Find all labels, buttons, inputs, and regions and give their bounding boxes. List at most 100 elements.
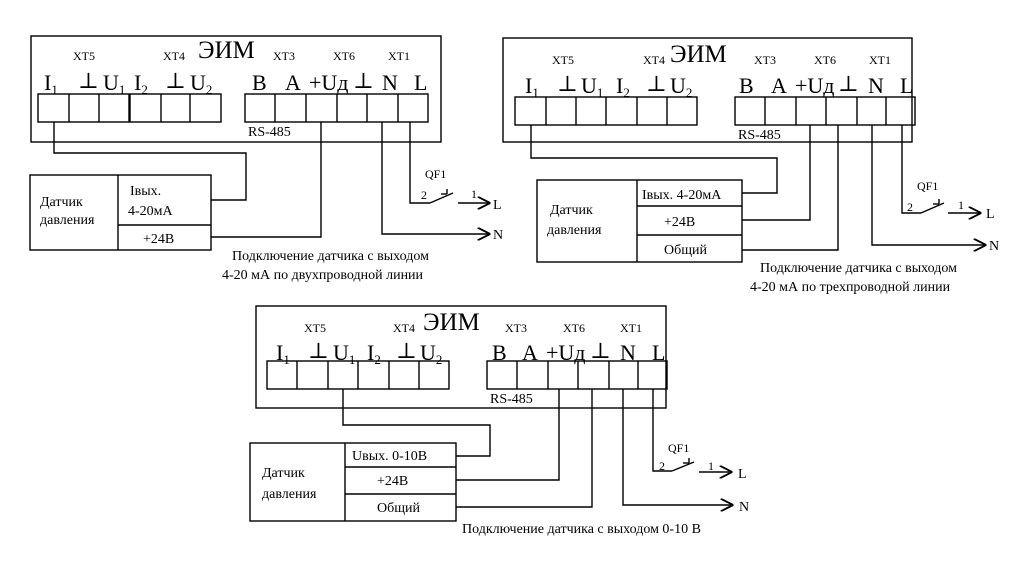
device-title: ЭИМ xyxy=(198,37,255,64)
xt4-label: XT4 xyxy=(163,49,185,63)
svg-text:XT4: XT4 xyxy=(643,53,665,67)
terminal-block-left xyxy=(37,93,222,123)
sensor-row-iout: Iвых. 4-20мА xyxy=(642,188,722,203)
wires xyxy=(530,125,985,250)
svg-text:XT1: XT1 xyxy=(620,321,642,335)
pressure-sensor: Датчик давления Iвых. 4-20мА +24В Общий xyxy=(536,179,743,263)
svg-text:XT5: XT5 xyxy=(552,53,574,67)
sensor-name-1: Датчик xyxy=(40,195,83,210)
svg-text:I1: I1 xyxy=(276,340,290,367)
svg-text:L: L xyxy=(738,467,747,482)
breaker-qf1: QF1 2 1 L xyxy=(907,179,995,222)
breaker-qf1: QF1 2 1 L xyxy=(659,441,747,482)
wires xyxy=(53,122,489,237)
caption-voltage-output: Подключение датчика с выходом 0-10 В xyxy=(462,522,701,537)
svg-text:B: B xyxy=(739,73,754,98)
svg-text:Датчик: Датчик xyxy=(550,203,593,218)
svg-text:N: N xyxy=(620,340,636,365)
terminal-ud: +Uд xyxy=(309,70,349,95)
svg-text:QF1: QF1 xyxy=(917,179,938,193)
xt1-label: XT1 xyxy=(388,49,410,63)
breaker-qf1: QF1 2 1 L xyxy=(421,167,502,213)
svg-text:U2: U2 xyxy=(420,340,442,367)
eim-device: ЭИМ XT5 XT4 XT3 XT6 XT1 I1 ⊥ U1 I2 ⊥ U2 … xyxy=(255,305,668,409)
xt5-label: XT5 xyxy=(73,49,95,63)
eim-device: ЭИМ XT5 XT4 XT3 XT6 XT1 I1 ⊥ U1 I2 ⊥ U2 … xyxy=(502,37,916,143)
device-title: ЭИМ xyxy=(670,41,727,68)
svg-text:QF1: QF1 xyxy=(425,167,446,181)
terminal-i2: I2 xyxy=(134,70,148,97)
terminal-block-right xyxy=(486,360,668,390)
terminal-gnd1: ⊥ xyxy=(78,68,99,93)
sensor-row-24v: +24В xyxy=(664,215,695,230)
svg-text:L: L xyxy=(986,207,995,222)
diagram-three-wire: ЭИМ XT5 XT4 XT3 XT6 XT1 I1 ⊥ U1 I2 ⊥ U2 … xyxy=(502,37,999,295)
svg-text:U2: U2 xyxy=(670,73,692,100)
sensor-row-common: Общий xyxy=(664,243,708,258)
svg-text:⊥: ⊥ xyxy=(308,338,329,363)
svg-text:давления: давления xyxy=(262,487,317,502)
caption-two-wire-2: 4-20 мА по двухпроводной линии xyxy=(222,268,424,283)
terminal-block-right xyxy=(244,93,429,123)
caption-two-wire-1: Подключение датчика с выходом xyxy=(232,249,429,264)
svg-text:L: L xyxy=(493,198,502,213)
sensor-row-uout: Uвых. 0-10В xyxy=(352,449,427,464)
svg-text:XT3: XT3 xyxy=(754,53,776,67)
pressure-sensor: Датчик давления Iвых. 4-20мА +24В xyxy=(29,174,212,251)
svg-text:1: 1 xyxy=(958,198,964,212)
svg-text:QF1: QF1 xyxy=(668,441,689,455)
terminal-b: B xyxy=(252,70,267,95)
svg-text:XT5: XT5 xyxy=(304,321,326,335)
terminal-block-right xyxy=(734,96,916,126)
terminal-u1: U1 xyxy=(103,70,125,97)
eim-device: ЭИМ XT5 XT4 XT3 XT6 XT1 I1 ⊥ U1 I2 ⊥ U2 … xyxy=(30,35,442,143)
terminal-u2: U2 xyxy=(190,70,212,97)
svg-text:+Uд: +Uд xyxy=(795,73,835,98)
svg-text:⊥: ⊥ xyxy=(838,71,859,96)
terminal-a: A xyxy=(285,70,301,95)
svg-text:U1: U1 xyxy=(333,340,355,367)
line-n-label: N xyxy=(493,228,503,243)
terminal-block-left xyxy=(266,360,450,390)
device-title: ЭИМ xyxy=(423,309,480,336)
xt6-label: XT6 xyxy=(333,49,355,63)
svg-text:XT1: XT1 xyxy=(869,53,891,67)
terminal-n: N xyxy=(382,70,398,95)
svg-text:L: L xyxy=(900,73,913,98)
svg-text:2: 2 xyxy=(421,188,427,202)
sensor-row-range: 4-20мА xyxy=(128,204,174,219)
svg-text:N: N xyxy=(868,73,884,98)
rs485-label: RS-485 xyxy=(248,125,291,140)
caption-three-wire-1: Подключение датчика с выходом xyxy=(760,261,957,276)
svg-text:XT6: XT6 xyxy=(563,321,585,335)
svg-text:⊥: ⊥ xyxy=(646,71,667,96)
terminal-i1: I1 xyxy=(44,70,58,97)
svg-text:N: N xyxy=(989,239,999,254)
sensor-row-common: Общий xyxy=(377,501,421,516)
svg-text:Датчик: Датчик xyxy=(262,466,305,481)
svg-text:XT3: XT3 xyxy=(505,321,527,335)
svg-text:XT4: XT4 xyxy=(393,321,415,335)
terminal-block-left xyxy=(514,96,698,126)
terminal-gnd3: ⊥ xyxy=(353,68,374,93)
rs485-label: RS-485 xyxy=(738,128,781,143)
rs485-label: RS-485 xyxy=(490,392,533,407)
sensor-row-24v: +24В xyxy=(377,474,408,489)
sensor-name-2: давления xyxy=(40,213,95,228)
wires xyxy=(342,389,732,507)
svg-text:L: L xyxy=(652,340,665,365)
svg-text:1: 1 xyxy=(471,187,477,201)
pressure-sensor: Датчик давления Uвых. 0-10В +24В Общий xyxy=(249,442,457,522)
svg-text:A: A xyxy=(522,340,538,365)
sensor-row-24v: +24В xyxy=(143,232,174,247)
terminal-gnd2: ⊥ xyxy=(165,68,186,93)
svg-text:1: 1 xyxy=(708,459,714,473)
svg-text:2: 2 xyxy=(659,459,665,473)
svg-text:⊥: ⊥ xyxy=(590,338,611,363)
svg-text:2: 2 xyxy=(907,200,913,214)
svg-text:U1: U1 xyxy=(581,73,603,100)
svg-text:давления: давления xyxy=(547,223,602,238)
terminal-l: L xyxy=(414,70,427,95)
svg-text:I2: I2 xyxy=(616,73,630,100)
